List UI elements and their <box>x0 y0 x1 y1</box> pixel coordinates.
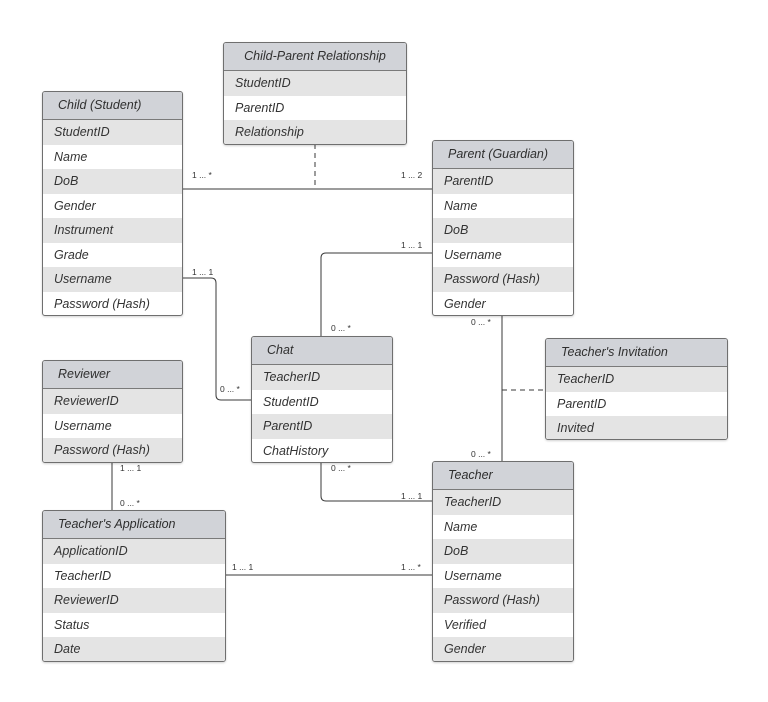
attribute-row: Gender <box>444 296 486 311</box>
attribute-list: ReviewerID Username Password (Hash) <box>43 389 182 462</box>
attribute-row: StudentID <box>43 120 182 145</box>
attribute-list: ParentID Name DoB Username Password (Has… <box>433 169 573 315</box>
attribute-row: Password (Hash) <box>433 267 573 292</box>
attribute-row: ReviewerID <box>43 588 225 613</box>
entity-title: Teacher <box>433 462 573 490</box>
attribute-row: Gender <box>433 637 573 661</box>
attribute-row: Username <box>54 418 112 433</box>
attribute-row: Username <box>43 267 182 292</box>
multiplicity-label: 1 ... * <box>192 170 212 180</box>
entity-child-student[interactable]: Child (Student) StudentID Name DoB Gende… <box>42 91 183 316</box>
parent-chat-line <box>320 252 432 336</box>
entity-teacher[interactable]: Teacher TeacherID Name DoB Username Pass… <box>432 461 574 662</box>
entity-title: Reviewer <box>43 361 182 389</box>
entity-reviewer[interactable]: Reviewer ReviewerID Username Password (H… <box>42 360 183 463</box>
entity-title: Child (Student) <box>43 92 182 120</box>
multiplicity-label: 0 ... * <box>331 463 351 473</box>
attribute-row: ParentID <box>235 100 285 115</box>
attribute-row: Password (Hash) <box>433 588 573 613</box>
multiplicity-label: 0 ... * <box>331 323 351 333</box>
multiplicity-label: 0 ... * <box>471 449 491 459</box>
attribute-row: Gender <box>54 198 96 213</box>
entity-child-parent-relationship[interactable]: Child-Parent Relationship StudentID Pare… <box>223 42 407 145</box>
multiplicity-label: 1 ... 2 <box>401 170 423 180</box>
attribute-row: Name <box>54 149 88 164</box>
multiplicity-label: 0 ... * <box>220 384 240 394</box>
entity-title: Parent (Guardian) <box>433 141 573 169</box>
attribute-list: TeacherID ParentID Invited <box>546 367 727 439</box>
entity-teachers-invitation[interactable]: Teacher's Invitation TeacherID ParentID … <box>545 338 728 440</box>
multiplicity-label: 0 ... * <box>120 498 140 508</box>
entity-title: Chat <box>252 337 392 365</box>
attribute-row: TeacherID <box>546 367 727 392</box>
attribute-row: ParentID <box>557 396 607 411</box>
entity-title: Teacher's Invitation <box>546 339 727 367</box>
attribute-list: TeacherID Name DoB Username Password (Ha… <box>433 490 573 661</box>
multiplicity-label: 1 ... * <box>401 562 421 572</box>
attribute-row: TeacherID <box>54 568 112 583</box>
attribute-row: Name <box>444 198 478 213</box>
attribute-row: TeacherID <box>252 365 392 390</box>
attribute-row: Name <box>444 519 478 534</box>
attribute-row: ParentID <box>433 169 573 194</box>
multiplicity-label: 0 ... * <box>471 317 491 327</box>
attribute-row: Password (Hash) <box>43 438 182 462</box>
entity-title: Child-Parent Relationship <box>224 43 406 71</box>
attribute-row: StudentID <box>263 394 319 409</box>
multiplicity-label: 1 ... 1 <box>192 267 214 277</box>
attribute-row: Username <box>444 247 502 262</box>
attribute-row: DoB <box>433 218 573 243</box>
entity-teachers-application[interactable]: Teacher's Application ApplicationID Teac… <box>42 510 226 662</box>
attribute-row: Password (Hash) <box>54 296 150 311</box>
entity-title: Teacher's Application <box>43 511 225 539</box>
attribute-row: TeacherID <box>433 490 573 515</box>
chat-teacher-line <box>320 461 432 502</box>
entity-chat[interactable]: Chat TeacherID StudentID ParentID ChatHi… <box>251 336 393 463</box>
attribute-row: Grade <box>54 247 89 262</box>
attribute-list: ApplicationID TeacherID ReviewerID Statu… <box>43 539 225 661</box>
attribute-list: TeacherID StudentID ParentID ChatHistory <box>252 365 392 462</box>
attribute-row: ReviewerID <box>43 389 182 414</box>
child-chat-line <box>181 277 251 401</box>
attribute-row: StudentID <box>224 71 406 96</box>
attribute-row: Username <box>444 568 502 583</box>
multiplicity-label: 1 ... 1 <box>232 562 254 572</box>
multiplicity-label: 1 ... 1 <box>401 491 423 501</box>
attribute-row: Instrument <box>43 218 182 243</box>
attribute-row: Status <box>54 617 90 632</box>
entity-parent-guardian[interactable]: Parent (Guardian) ParentID Name DoB User… <box>432 140 574 316</box>
attribute-row: Invited <box>546 416 727 439</box>
attribute-row: ChatHistory <box>263 443 329 458</box>
multiplicity-label: 1 ... 1 <box>401 240 423 250</box>
attribute-row: ApplicationID <box>43 539 225 564</box>
attribute-list: StudentID ParentID Relationship <box>224 71 406 144</box>
attribute-row: Date <box>43 637 225 661</box>
attribute-row: Relationship <box>224 120 406 144</box>
attribute-row: DoB <box>43 169 182 194</box>
attribute-row: DoB <box>433 539 573 564</box>
attribute-list: StudentID Name DoB Gender Instrument Gra… <box>43 120 182 315</box>
attribute-row: Verified <box>444 617 486 632</box>
attribute-row: ParentID <box>252 414 392 439</box>
multiplicity-label: 1 ... 1 <box>120 463 142 473</box>
